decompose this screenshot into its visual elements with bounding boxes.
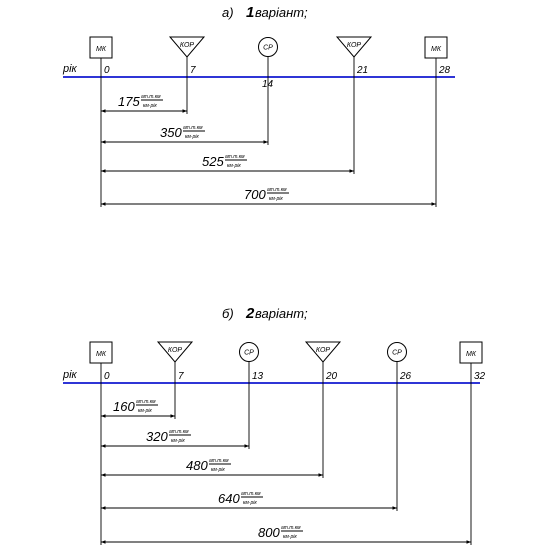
variant-heading-number: 2 (245, 305, 255, 322)
unit-numerator: ат.т.км (136, 399, 156, 405)
unit-numerator: ат.т.км (209, 458, 229, 464)
node-label: СР (392, 350, 402, 357)
variant-heading-prefix: а) (222, 5, 234, 20)
node-circle: СР 26 (387, 342, 412, 383)
dimension-value: 320 (146, 429, 168, 444)
dimension-value: 160 (113, 399, 135, 414)
tick-label: 32 (474, 371, 486, 382)
tick-label: 20 (325, 371, 338, 382)
unit-numerator: ат.т.км (241, 491, 261, 497)
tick-label: 13 (252, 371, 264, 382)
unit-numerator: ат.т.км (141, 94, 161, 100)
node-box: МК 0 (89, 341, 113, 383)
node-triangle: КОР 20 (304, 341, 342, 383)
unit-denominator: км·рік (171, 438, 185, 444)
dimension-value: 175 (118, 94, 140, 109)
unit-denominator: км·рік (143, 103, 157, 109)
unit-denominator: км·рік (283, 534, 297, 540)
tick-label: 7 (178, 371, 184, 382)
node-label: КОР (168, 347, 182, 354)
tick-label: 28 (438, 65, 451, 76)
node-box: МК 32 (459, 341, 486, 383)
unit-numerator: ат.т.км (267, 187, 287, 193)
node-triangle-shape (156, 341, 194, 363)
node-label: СР (244, 350, 254, 357)
tick-label: 7 (190, 65, 196, 76)
node-label: КОР (180, 42, 194, 49)
node-circle: СР 13 (239, 342, 264, 383)
dimension-value: 640 (218, 491, 240, 506)
node-label: КОР (316, 347, 330, 354)
tick-label: 0 (104, 65, 110, 76)
axis-label: рік (62, 369, 78, 381)
unit-denominator: км·рік (211, 467, 225, 473)
node-triangle: КОР 7 (168, 36, 206, 77)
node-label: МК (431, 46, 442, 53)
tick-label: 21 (356, 65, 368, 76)
tick-label: 26 (399, 371, 412, 382)
unit-denominator: км·рік (243, 500, 257, 506)
unit-numerator: ат.т.км (281, 525, 301, 531)
node-box: МК 28 (424, 36, 451, 77)
axis-label: рік (62, 63, 78, 75)
node-triangle-shape (304, 341, 342, 363)
unit-denominator: км·рік (227, 163, 241, 169)
dimension-value: 700 (244, 187, 266, 202)
variant-heading-number: 1 (246, 4, 254, 21)
dimension-value: 525 (202, 154, 224, 169)
variant-heading-word: варіант; (255, 5, 308, 20)
unit-denominator: км·рік (138, 408, 152, 414)
unit-denominator: км·рік (185, 134, 199, 140)
unit-numerator: ат.т.км (183, 125, 203, 131)
tick-label: 0 (104, 371, 110, 382)
node-label: МК (96, 46, 107, 53)
node-triangle: КОР 7 (156, 341, 194, 383)
unit-numerator: ат.т.км (169, 429, 189, 435)
node-box: МК 0 (89, 36, 113, 77)
node-triangle-shape (168, 36, 206, 58)
variant-heading-prefix: б) (222, 306, 234, 321)
node-triangle: КОР 21 (335, 36, 373, 77)
unit-denominator: км·рік (269, 196, 283, 202)
variant-heading-word: варіант; (255, 306, 308, 321)
unit-numerator: ат.т.км (225, 154, 245, 160)
dimension-value: 800 (258, 525, 280, 540)
node-label: СР (263, 45, 273, 52)
node-label: КОР (347, 42, 361, 49)
node-label: МК (466, 351, 477, 358)
dimension-value: 480 (186, 458, 208, 473)
dimension-value: 350 (160, 125, 182, 140)
node-triangle-shape (335, 36, 373, 58)
node-label: МК (96, 351, 107, 358)
